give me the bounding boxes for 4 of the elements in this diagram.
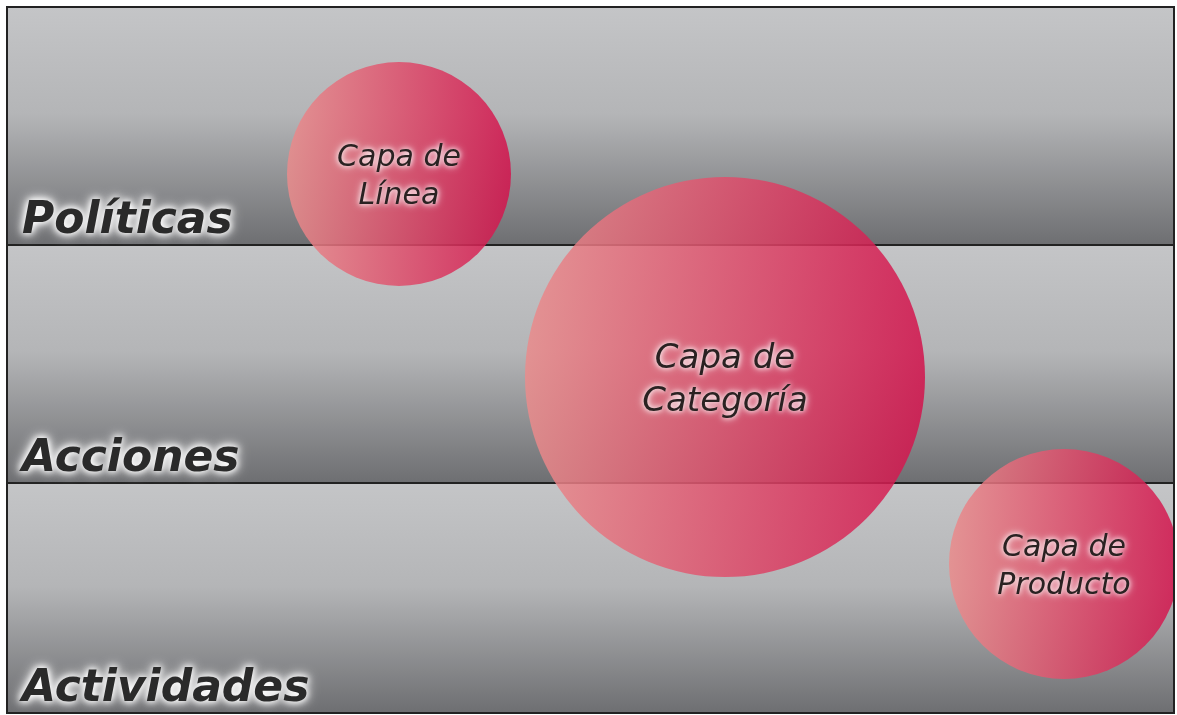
circle-label: Capa de Producto [996,526,1132,602]
band-label: Políticas [22,196,233,240]
circle-label: Capa de Categoría [641,334,809,420]
circle-label: Capa de Línea [336,136,462,212]
